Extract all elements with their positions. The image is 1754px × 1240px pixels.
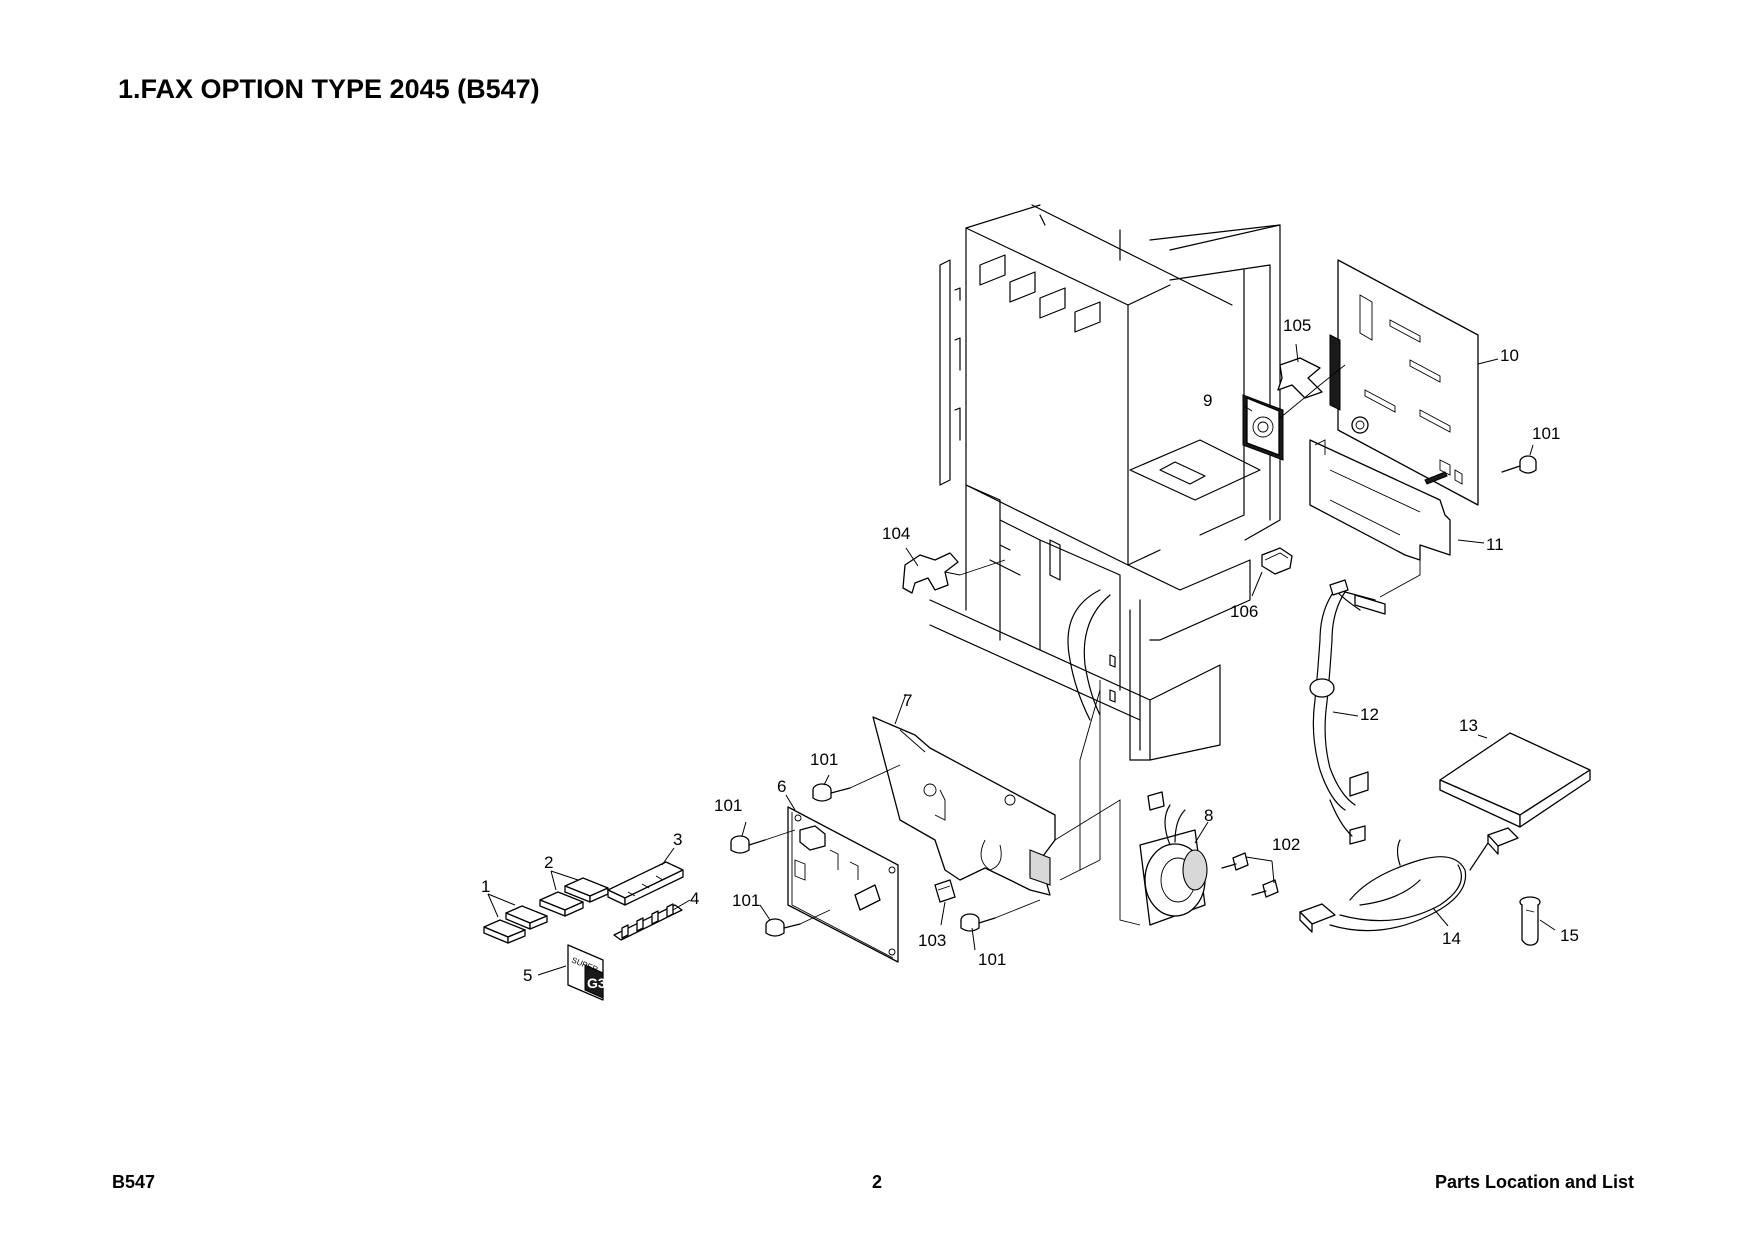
callout-8: 8 [1204, 806, 1213, 825]
callout-103: 103 [918, 931, 946, 950]
callout-101-d: 101 [978, 950, 1006, 969]
part-1-spacers [483, 905, 548, 944]
part-11-board-bracket [1309, 439, 1451, 561]
part-103-clip [934, 879, 956, 903]
callout-1: 1 [481, 877, 490, 896]
callout-101-a: 101 [810, 750, 838, 769]
footer-section-title: Parts Location and List [1434, 1172, 1634, 1192]
part-4-key-rubber [613, 903, 683, 941]
callout-10: 10 [1500, 346, 1519, 365]
part-3-key-cover [607, 861, 684, 906]
callout-12: 12 [1360, 705, 1379, 724]
callout-102: 102 [1272, 835, 1300, 854]
part-9-small-board [1242, 394, 1284, 461]
screw-101-c [765, 918, 801, 937]
callout-6: 6 [777, 777, 786, 796]
callout-15: 15 [1560, 926, 1579, 945]
screw-101-b [730, 835, 766, 854]
screw-101-d [960, 913, 996, 932]
part-8-speaker [1139, 791, 1208, 926]
callout-13: 13 [1459, 716, 1478, 735]
part-7-bracket [872, 716, 1056, 896]
part-104-clip [902, 552, 959, 594]
leader-lines [487, 343, 1556, 976]
callout-4: 4 [690, 889, 699, 908]
part-6-board [787, 806, 899, 963]
part-12-harness [1309, 579, 1386, 845]
part-13-manual [1439, 732, 1591, 828]
callout-14: 14 [1442, 929, 1461, 948]
callout-labels: 1 2 3 4 5 6 7 8 9 10 11 12 13 14 15 101 … [481, 316, 1579, 985]
callout-2: 2 [544, 853, 553, 872]
callout-11: 11 [1486, 535, 1504, 554]
screw-102-a [1221, 852, 1249, 871]
callout-3: 3 [673, 830, 682, 849]
part-14-telephone-cable [1299, 827, 1519, 933]
part-106-clamp [1261, 547, 1293, 575]
assembly-guide-lines [764, 364, 1421, 926]
callout-9: 9 [1203, 391, 1212, 410]
footer-page-number: 2 [871, 1172, 882, 1192]
part-15-core [1519, 896, 1541, 946]
page-title: 1.FAX OPTION TYPE 2045 (B547) [118, 74, 540, 104]
part-5-label: SUPER G3 [567, 944, 606, 1001]
callout-101-b: 101 [714, 796, 742, 815]
screw-102-b [1251, 879, 1279, 898]
callout-104: 104 [882, 524, 910, 543]
screw-101-a [812, 783, 851, 802]
screw-101-e [1501, 455, 1537, 474]
footer-model-code: B547 [112, 1172, 156, 1192]
callout-7: 7 [903, 691, 912, 710]
callout-106: 106 [1230, 602, 1258, 621]
machine-frame [929, 204, 1281, 761]
callout-5: 5 [523, 966, 532, 985]
callout-101-c: 101 [732, 891, 760, 910]
callout-101-e: 101 [1532, 424, 1560, 443]
screw-parts [730, 455, 1537, 937]
part-10-fax-control-board [1329, 259, 1479, 506]
label-g3-text: G3 [587, 975, 606, 991]
part-105-clamp [1277, 357, 1323, 399]
callout-105: 105 [1283, 316, 1311, 335]
part-2-spacers [539, 877, 609, 917]
